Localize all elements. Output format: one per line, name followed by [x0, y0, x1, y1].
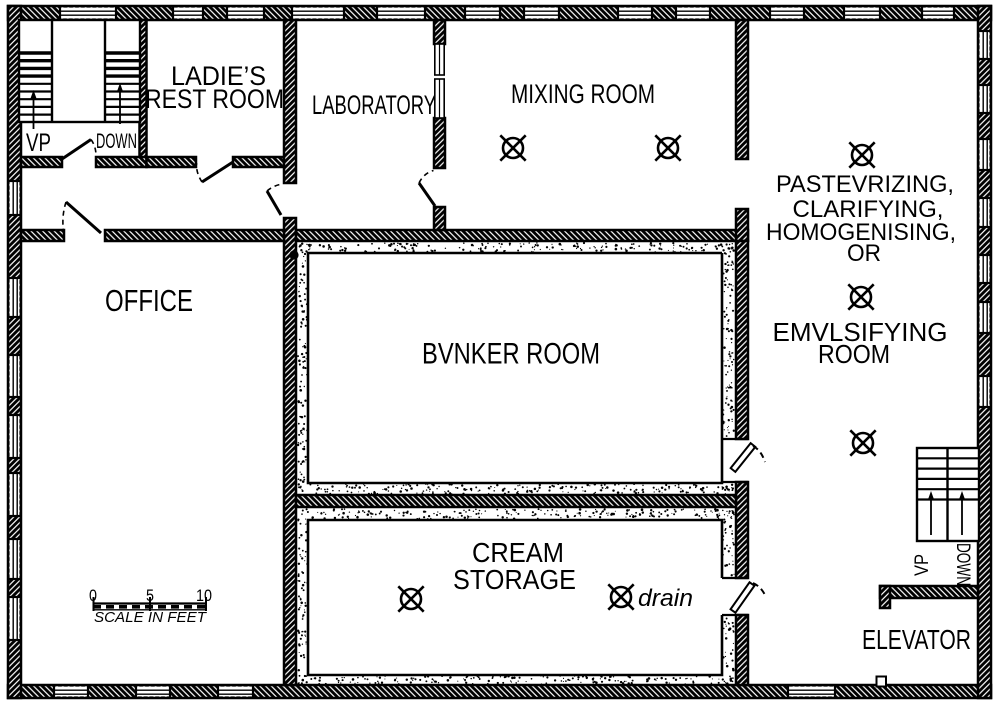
svg-text:LADIE’S: LADIE’S: [171, 61, 266, 91]
svg-text:drain: drain: [638, 585, 693, 612]
svg-text:5: 5: [146, 586, 154, 605]
svg-text:HOMOGENISING,: HOMOGENISING,: [766, 219, 956, 246]
svg-text:REST ROOM: REST ROOM: [145, 84, 284, 114]
svg-text:BVNKER ROOM: BVNKER ROOM: [422, 338, 600, 371]
svg-text:ELEVATOR: ELEVATOR: [862, 624, 971, 655]
svg-text:OFFICE: OFFICE: [105, 283, 193, 318]
svg-text:ROOM: ROOM: [818, 339, 890, 369]
svg-text:DOWN: DOWN: [96, 130, 137, 153]
svg-text:MIXING ROOM: MIXING ROOM: [511, 79, 655, 109]
svg-text:EMVLSIFYING: EMVLSIFYING: [773, 317, 948, 347]
svg-text:LABORATORY: LABORATORY: [312, 90, 436, 120]
svg-text:PASTEVRIZING,: PASTEVRIZING,: [776, 171, 954, 198]
svg-text:CLARIFYING,: CLARIFYING,: [793, 196, 944, 223]
svg-text:OR: OR: [847, 240, 881, 267]
svg-text:SCALE IN FEET: SCALE IN FEET: [94, 609, 208, 626]
svg-text:STORAGE: STORAGE: [453, 564, 576, 595]
svg-text:10: 10: [196, 586, 212, 605]
svg-text:DOWN: DOWN: [952, 543, 973, 586]
svg-text:VP: VP: [912, 554, 933, 576]
svg-text:CREAM: CREAM: [472, 537, 564, 568]
svg-text:0: 0: [89, 586, 97, 605]
svg-text:VP: VP: [26, 129, 51, 157]
